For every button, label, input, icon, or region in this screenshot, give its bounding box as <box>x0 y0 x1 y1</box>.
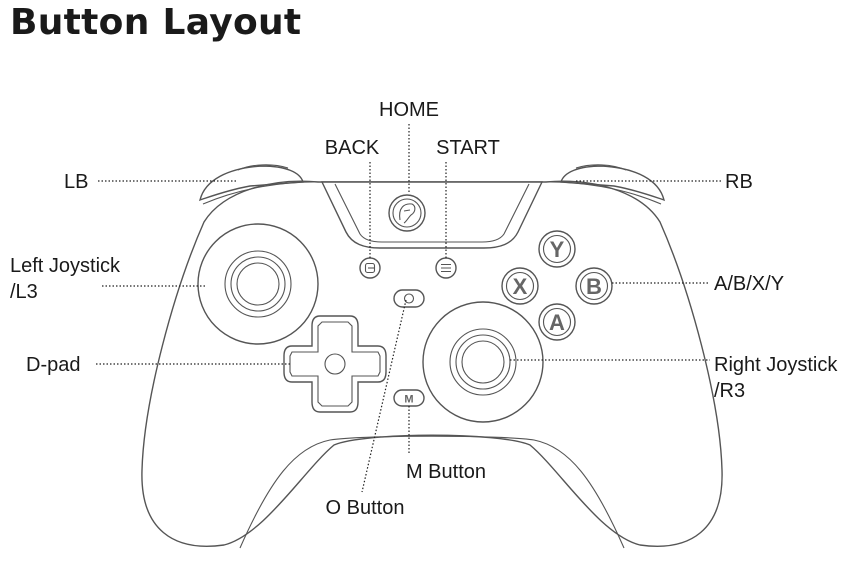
b-button: B <box>575 267 613 305</box>
label-dpad: D-pad <box>26 354 80 376</box>
right-joystick <box>422 301 544 423</box>
label-home: HOME <box>379 99 439 121</box>
label-abxy: A/B/X/Y <box>714 273 784 295</box>
y-button: Y <box>538 230 576 268</box>
back-button <box>359 257 381 279</box>
label-start: START <box>436 137 500 159</box>
b-button-glyph: B <box>586 274 602 299</box>
label-rb: RB <box>725 171 753 193</box>
start-button <box>435 257 457 279</box>
o-button <box>393 289 425 308</box>
home-button <box>388 194 426 232</box>
lb-bumper <box>199 164 304 202</box>
controller-grip-inner-line <box>239 435 625 549</box>
label-lb: LB <box>64 171 88 193</box>
controller-shoulder-line-left <box>202 181 321 205</box>
d-pad <box>283 315 387 413</box>
label-right-joystick-line1: Right Joystick <box>714 354 838 376</box>
label-right-joystick-line2: /R3 <box>714 380 745 402</box>
m-button: M <box>393 389 425 407</box>
label-o-button: O Button <box>326 497 405 519</box>
a-button: A <box>538 303 576 341</box>
center-panel <box>320 181 544 249</box>
y-button-glyph: Y <box>550 237 565 262</box>
label-left-joystick-line2: /L3 <box>10 281 38 303</box>
controller-body <box>141 180 723 547</box>
label-m-button: M Button <box>406 461 486 483</box>
label-back: BACK <box>325 137 380 159</box>
x-button: X <box>501 267 539 305</box>
a-button-glyph: A <box>549 310 565 335</box>
m-button-glyph: M <box>404 394 413 406</box>
left-joystick <box>197 223 319 345</box>
label-left-joystick-line1: Left Joystick <box>10 255 121 277</box>
logo-icon <box>399 203 416 224</box>
controller-shoulder-line-right <box>543 181 662 205</box>
leader-o-button <box>361 299 407 493</box>
rb-bumper <box>560 164 665 202</box>
leader-lines <box>96 124 722 493</box>
page-title: Button Layout <box>10 2 302 43</box>
x-button-glyph: X <box>513 274 528 299</box>
